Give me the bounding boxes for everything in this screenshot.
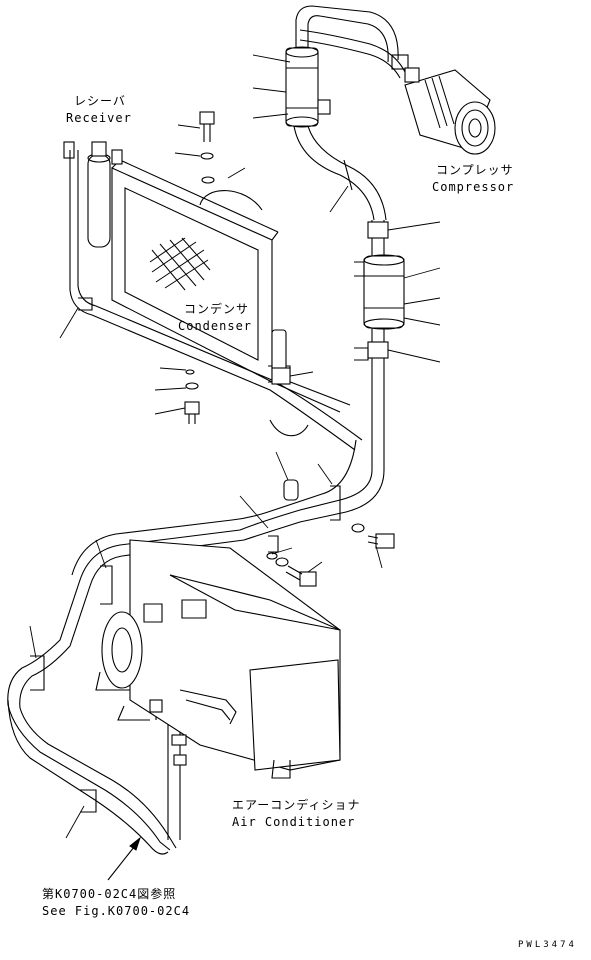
receiver bbox=[63, 141, 123, 248]
see-fig-label-jp: 第K0700-02C4図参照 bbox=[42, 887, 177, 901]
leader-lines bbox=[29, 54, 441, 839]
aircon-label-en: Air Conditioner bbox=[232, 815, 356, 829]
aircon-label-jp: エアーコンディショナ bbox=[232, 798, 361, 812]
reference-arrow bbox=[107, 836, 142, 881]
see-fig-label-en: See Fig.K0700-02C4 bbox=[42, 904, 191, 918]
vertical-tube bbox=[343, 159, 405, 470]
receiver-label-jp: レシーバ bbox=[74, 94, 126, 108]
receiver-label-en: Receiver bbox=[66, 111, 132, 125]
condenser bbox=[111, 159, 309, 437]
hardware bbox=[184, 111, 395, 587]
drawing-number: PWL3474 bbox=[518, 940, 577, 950]
compressor bbox=[391, 54, 496, 155]
compressor-label-jp: コンプレッサ bbox=[436, 163, 514, 177]
air-conditioner-unit bbox=[95, 539, 341, 779]
compressor-hoses bbox=[285, 5, 406, 221]
condenser-label-jp: コンデンサ bbox=[184, 302, 250, 316]
compressor-label-en: Compressor bbox=[432, 180, 515, 194]
condenser-label-en: Condenser bbox=[178, 319, 253, 333]
